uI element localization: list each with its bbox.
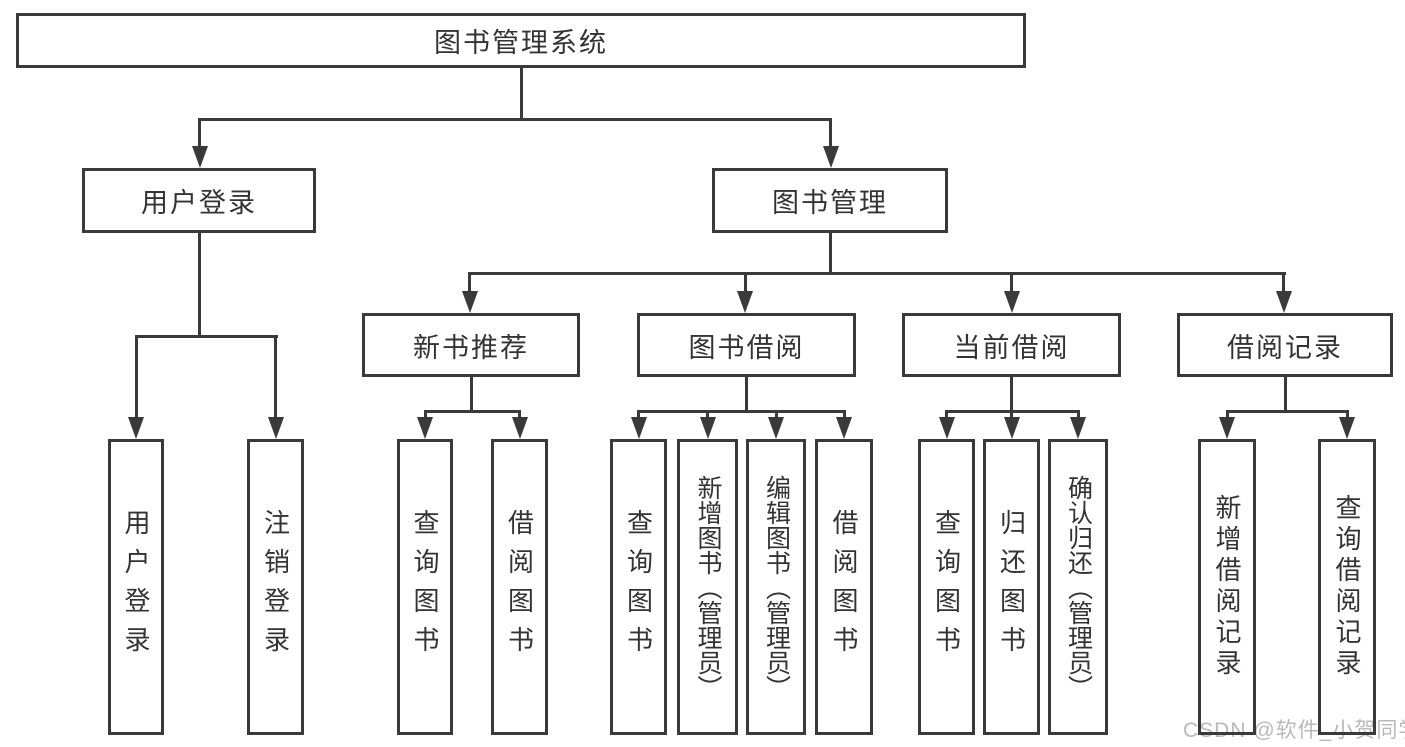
connector-line bbox=[842, 410, 846, 419]
connector-line bbox=[423, 410, 427, 419]
arrow-down-icon bbox=[938, 417, 955, 439]
arrow-down-icon bbox=[1339, 417, 1355, 439]
connector-line bbox=[423, 410, 521, 413]
arrow-down-icon bbox=[267, 417, 284, 439]
arrow-down-icon bbox=[511, 417, 528, 439]
leaf-query-book-3: 查询图书 bbox=[918, 439, 975, 735]
connector-line bbox=[1282, 272, 1285, 293]
leaf-add-book-admin: 新增图书（管理员） bbox=[677, 439, 738, 735]
connector-line bbox=[637, 410, 846, 413]
connector-line bbox=[1283, 377, 1287, 410]
connector-line bbox=[519, 68, 523, 118]
connector-line bbox=[1076, 410, 1080, 419]
node-label: 图书借阅 bbox=[688, 332, 805, 363]
leaf-label: 查询图书 bbox=[623, 509, 654, 665]
arrow-down-icon bbox=[768, 417, 784, 439]
connector-line bbox=[134, 335, 278, 338]
node-label: 当前借阅 bbox=[953, 332, 1070, 363]
leaf-label: 确认归还（管理员） bbox=[1064, 474, 1093, 700]
arrow-down-icon bbox=[191, 146, 208, 168]
connector-line bbox=[774, 410, 778, 419]
arrow-down-icon bbox=[1070, 417, 1086, 439]
leaf-label: 查询借阅记录 bbox=[1332, 494, 1362, 680]
connector-line bbox=[1345, 410, 1349, 419]
connector-line bbox=[829, 233, 832, 272]
connector-line bbox=[468, 272, 1286, 275]
leaf-confirm-return-admin: 确认归还（管理员） bbox=[1048, 439, 1108, 735]
arrow-down-icon bbox=[822, 146, 839, 168]
leaf-edit-book-admin: 编辑图书（管理员） bbox=[746, 439, 806, 735]
node-label: 新书推荐 bbox=[413, 332, 529, 363]
node-book-borrow: 图书借阅 bbox=[637, 313, 856, 377]
connector-line bbox=[706, 410, 709, 419]
node-borrow-records: 借阅记录 bbox=[1177, 313, 1393, 377]
arrow-down-icon bbox=[737, 291, 753, 313]
leaf-logout: 注销登录 bbox=[247, 439, 304, 735]
connector-line bbox=[469, 377, 473, 410]
node-label: 借阅记录 bbox=[1227, 332, 1343, 363]
node-label: 用户登录 bbox=[141, 188, 257, 218]
leaf-label: 借阅图书 bbox=[504, 509, 535, 665]
arrow-down-icon bbox=[461, 291, 478, 313]
connector-line bbox=[1225, 410, 1349, 413]
connector-line bbox=[637, 410, 640, 419]
node-root: 图书管理系统 bbox=[16, 13, 1026, 68]
arrow-down-icon bbox=[836, 417, 852, 439]
connector-line bbox=[945, 410, 948, 419]
arrow-down-icon bbox=[699, 417, 716, 439]
leaf-label: 新增图书（管理员） bbox=[694, 474, 722, 700]
connector-line bbox=[198, 118, 201, 150]
leaf-label: 新增借阅记录 bbox=[1212, 494, 1242, 680]
connector-line bbox=[743, 272, 747, 293]
connector-line bbox=[1010, 272, 1013, 293]
connector-line bbox=[1225, 410, 1229, 419]
arrow-down-icon bbox=[417, 417, 433, 439]
arrow-down-icon bbox=[1003, 291, 1020, 313]
leaf-label: 查询图书 bbox=[410, 509, 440, 665]
connector-line bbox=[198, 118, 832, 121]
arrow-down-icon bbox=[630, 417, 647, 439]
leaf-user-login: 用户登录 bbox=[108, 439, 164, 735]
connector-line bbox=[198, 233, 201, 335]
leaf-borrow-book-2: 借阅图书 bbox=[815, 439, 873, 735]
connector-line bbox=[829, 118, 832, 150]
connector-line bbox=[518, 410, 521, 419]
leaf-label: 归还图书 bbox=[996, 509, 1027, 665]
leaf-label: 注销登录 bbox=[260, 509, 291, 665]
node-current-borrow: 当前借阅 bbox=[902, 313, 1121, 377]
arrow-down-icon bbox=[1003, 417, 1020, 439]
leaf-query-book-2: 查询图书 bbox=[610, 439, 667, 735]
connector-line bbox=[274, 335, 277, 419]
leaf-return-book: 归还图书 bbox=[983, 439, 1040, 735]
node-user-login: 用户登录 bbox=[82, 168, 316, 233]
leaf-label: 查询图书 bbox=[931, 509, 962, 665]
node-book-management: 图书管理 bbox=[712, 168, 948, 233]
leaf-query-borrow-record: 查询借阅记录 bbox=[1318, 439, 1376, 735]
connector-line bbox=[134, 335, 138, 419]
leaf-borrow-book-1: 借阅图书 bbox=[491, 439, 548, 735]
leaf-add-borrow-record: 新增借阅记录 bbox=[1198, 439, 1256, 735]
connector-line bbox=[1010, 410, 1013, 419]
connector-line bbox=[1010, 377, 1013, 410]
arrow-down-icon bbox=[1275, 291, 1292, 313]
node-label: 图书管理 bbox=[772, 188, 888, 218]
arrow-down-icon bbox=[128, 417, 144, 439]
connector-line bbox=[745, 377, 748, 410]
leaf-label: 编辑图书（管理员） bbox=[762, 474, 791, 700]
csdn-watermark: CSDN @软件_小贺同学 bbox=[1183, 719, 1405, 742]
arrow-down-icon bbox=[1219, 417, 1235, 439]
node-new-book-recommend: 新书推荐 bbox=[362, 313, 580, 377]
leaf-label: 借阅图书 bbox=[829, 509, 859, 665]
leaf-label: 用户登录 bbox=[121, 509, 151, 665]
leaf-query-book-1: 查询图书 bbox=[397, 439, 453, 735]
node-label: 图书管理系统 bbox=[434, 28, 608, 58]
connector-line bbox=[468, 272, 471, 293]
